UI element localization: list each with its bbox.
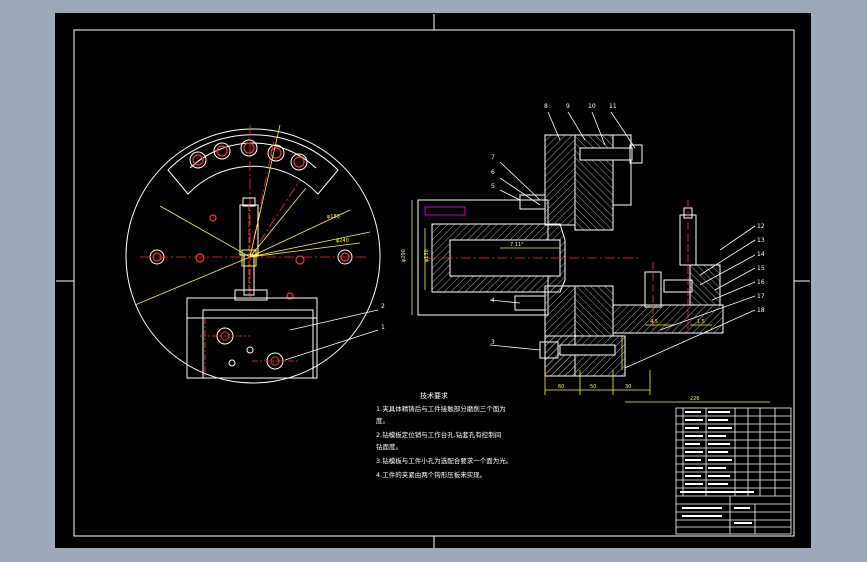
balloon-15: 15 <box>757 265 765 272</box>
section-view: φ290 φ130 60 50 30 226 7.11° 4.5 1.5 <box>401 134 770 403</box>
balloon-17: 17 <box>757 293 765 300</box>
balloon-5: 5 <box>491 183 495 190</box>
balloon-9: 9 <box>566 103 570 110</box>
svg-text:30: 30 <box>625 384 631 390</box>
leader-line <box>489 111 756 369</box>
balloon-10: 10 <box>588 103 596 110</box>
svg-text:4.5: 4.5 <box>650 319 658 325</box>
balloon-1: 1 <box>381 324 385 331</box>
balloon-16: 16 <box>757 279 765 286</box>
note-line-6: 4.工件的夹紧由两个钩形压板来实现。 <box>376 470 486 479</box>
balloon-18: 18 <box>757 307 765 314</box>
balloon-4: 4 <box>491 297 495 304</box>
front-view: φ180 φ240 <box>125 124 385 384</box>
notes-heading: 技术要求 <box>420 391 448 400</box>
leader-line <box>284 309 379 361</box>
technical-notes: 技术要求 1.夹具体精铸后与工件接触部分磨削三个面为 度。 2.钻模板定位销与工… <box>376 391 512 479</box>
svg-text:7.11°: 7.11° <box>510 242 524 248</box>
title-block-text-marks <box>680 411 754 524</box>
balloon-3: 3 <box>491 339 495 346</box>
balloon-14: 14 <box>757 251 765 258</box>
svg-text:φ130: φ130 <box>424 249 430 262</box>
svg-text:60: 60 <box>558 384 564 390</box>
balloon-2: 2 <box>381 303 385 310</box>
balloon-8: 8 <box>544 103 548 110</box>
note-line-5: 3.钻模板与工件小孔为选配合要求一个面为光。 <box>376 456 512 465</box>
balloon-12: 12 <box>757 223 765 230</box>
balloon-6: 6 <box>491 169 495 176</box>
dimension-text: φ240 <box>336 238 349 244</box>
balloon-7: 7 <box>491 154 495 161</box>
dimension-text: φ180 <box>327 214 340 220</box>
border-center-marks <box>56 14 810 548</box>
note-line-3: 2.钻模板定位销与工作台孔.钻套孔有控制间 <box>376 430 501 439</box>
balloon-11: 11 <box>609 103 617 110</box>
note-line-2: 度。 <box>376 416 389 425</box>
slot-holes <box>192 142 305 168</box>
svg-text:φ290: φ290 <box>401 249 407 262</box>
dimension-lines <box>134 124 371 306</box>
balloon-13: 13 <box>757 237 765 244</box>
svg-text:1.5: 1.5 <box>697 319 705 325</box>
note-line-4: 钻面度。 <box>376 442 402 451</box>
svg-text:50: 50 <box>590 384 596 390</box>
svg-text:226: 226 <box>690 396 700 402</box>
title-block <box>675 407 792 535</box>
note-line-1: 1.夹具体精铸后与工件接触部分磨削三个面为 <box>376 404 506 413</box>
